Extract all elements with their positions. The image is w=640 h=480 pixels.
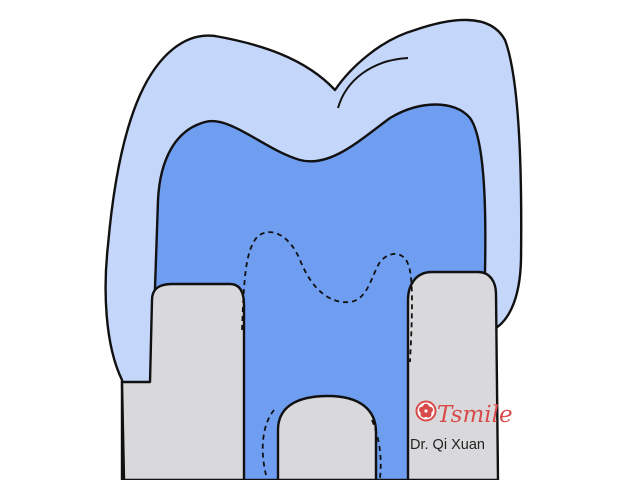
fissure-line	[337, 57, 409, 109]
left-canal-dashed-outline	[261, 409, 275, 476]
left-gray-block	[120, 282, 246, 480]
center-gray-arch	[276, 394, 378, 480]
right-gray-block	[406, 270, 500, 480]
watermark-brand: Tsmile	[437, 402, 513, 428]
flower-seal-icon	[415, 400, 437, 422]
right-canal-dashed-outline	[371, 419, 382, 479]
watermark-author: Dr. Qi Xuan	[410, 437, 485, 453]
